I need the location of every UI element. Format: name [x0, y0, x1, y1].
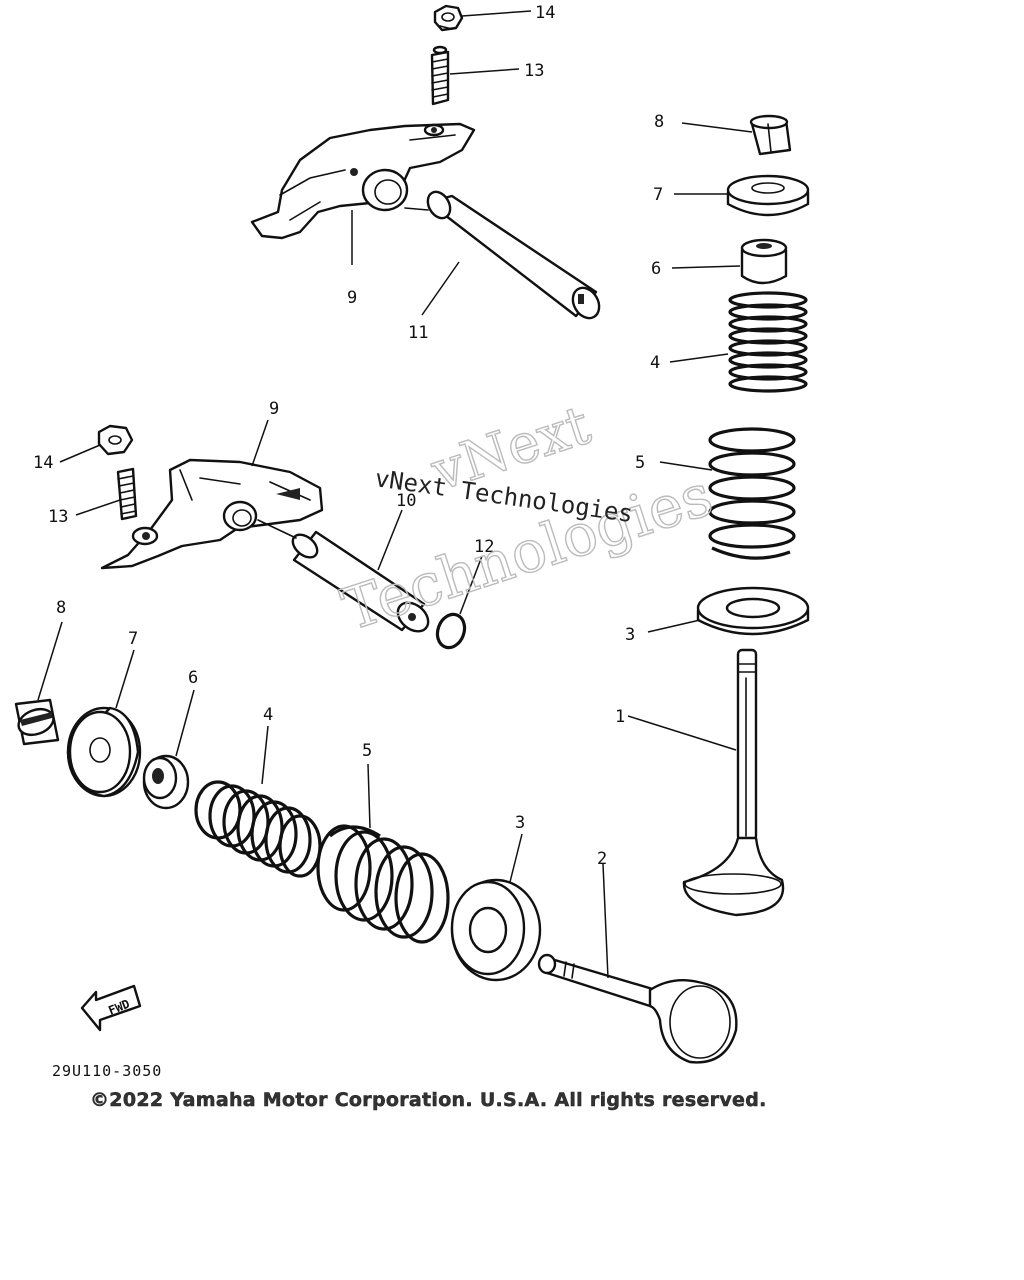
- right-valve-stem-seal-6: [740, 238, 788, 285]
- lower-outer-spring-5: [316, 824, 450, 944]
- callout-right-4: 4: [650, 353, 660, 373]
- right-spring-seat-3: [696, 586, 810, 636]
- callout-left-12: 12: [474, 537, 494, 557]
- callout-upper-11: 11: [408, 323, 428, 343]
- copyright-notice: ©2022 Yamaha Motor Corporation. U.S.A. A…: [90, 1089, 767, 1111]
- callout-lower-6: 6: [188, 668, 198, 688]
- right-outer-spring-5: [708, 427, 796, 560]
- callout-lower-2: 2: [597, 849, 607, 869]
- callout-right-1: 1: [615, 707, 625, 727]
- lower-valve-stem-seal-6: [142, 754, 190, 810]
- callout-lower-3: 3: [515, 813, 525, 833]
- callout-upper-13: 13: [524, 61, 544, 81]
- lower-inner-spring-4: [194, 780, 322, 878]
- callout-lower-4: 4: [263, 705, 273, 725]
- lower-spring-seat-3: [450, 878, 542, 982]
- callout-right-6: 6: [651, 259, 661, 279]
- lower-spring-retainer-7: [66, 706, 142, 798]
- callout-lower-7: 7: [128, 629, 138, 649]
- upper-rocker-shaft-11: [404, 190, 601, 320]
- left-o-ring-12: [435, 612, 467, 650]
- callout-right-3: 3: [625, 625, 635, 645]
- callout-left-14: 14: [33, 453, 53, 473]
- right-valve-cotter-8: [749, 114, 792, 156]
- callout-upper-9: 9: [347, 288, 357, 308]
- callout-left-13: 13: [48, 507, 68, 527]
- right-spring-retainer-7: [726, 174, 810, 217]
- callout-lower-5: 5: [362, 741, 372, 761]
- lower-valve-2: [537, 953, 738, 1064]
- upper-locknut-14: [433, 4, 464, 32]
- callout-lower-8: 8: [56, 598, 66, 618]
- drawing-code: 29U110-3050: [52, 1062, 162, 1080]
- right-valve-1: [682, 648, 785, 917]
- watermark: vNext Technologies vNext Technologies: [333, 392, 720, 644]
- lower-valve-cotter-8: [14, 698, 60, 746]
- left-locknut-14: [97, 424, 134, 456]
- left-adjusting-screw-13: [116, 467, 138, 521]
- left-rocker-arm-9: [100, 458, 324, 570]
- callout-left-10: 10: [396, 491, 416, 511]
- callout-upper-14: 14: [535, 3, 555, 23]
- callout-right-5: 5: [635, 453, 645, 473]
- left-rocker-shaft-10: [257, 519, 430, 633]
- fwd-arrow-icon: [80, 984, 142, 1032]
- upper-rocker-arm-9: [250, 122, 476, 240]
- callout-right-8: 8: [654, 112, 664, 132]
- upper-adjusting-screw-13: [430, 45, 450, 106]
- callout-left-9: 9: [269, 399, 279, 419]
- right-inner-spring-4: [728, 291, 808, 393]
- callout-right-7: 7: [653, 185, 663, 205]
